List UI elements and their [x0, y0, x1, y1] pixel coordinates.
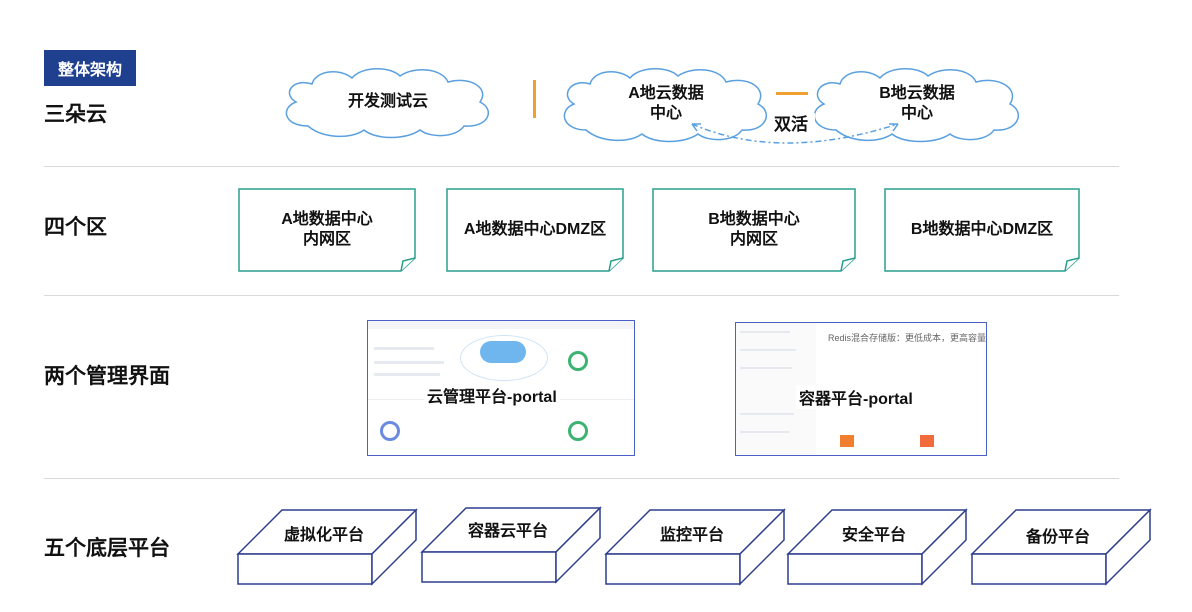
- divider: [44, 478, 1119, 479]
- zone-a-dmz: A地数据中心DMZ区: [446, 188, 624, 272]
- portal-stat-bar: [374, 347, 434, 350]
- slab-shape: [970, 508, 1152, 586]
- portal-stat-bar: [374, 361, 444, 364]
- cloud-dev-test-label: 开发测试云: [347, 93, 428, 110]
- note-shape: [238, 188, 416, 272]
- platform-security: 安全平台: [786, 506, 968, 586]
- cloud-shape: [813, 68, 1020, 143]
- platform-label: 容器云平台: [467, 523, 548, 540]
- platform-container-cloud: 容器云平台: [420, 504, 602, 584]
- portal-stat-bar: [374, 373, 440, 376]
- zone-label: B地数据中心 内网区: [708, 211, 800, 248]
- product-icon: [840, 435, 854, 447]
- cloud-a-datacenter-label: A地云数据 中心: [628, 85, 704, 122]
- row-label-portals: 两个管理界面: [44, 365, 170, 388]
- container-portal-screenshot: Redis混合存储版：更低成本，更高容量 容器平台-portal: [735, 322, 987, 456]
- sidebar-line: [740, 367, 792, 369]
- section-badge: 整体架构: [44, 50, 136, 86]
- cloud-dev-test: 开发测试云: [278, 64, 498, 140]
- cloud-portal-screenshot: 云管理平台-portal: [367, 320, 635, 456]
- platform-virtualization: 虚拟化平台: [236, 506, 418, 586]
- note-shape: [652, 188, 856, 272]
- orbit-ring: [460, 335, 548, 381]
- sidebar-line: [740, 331, 790, 333]
- separator-bar: [533, 80, 536, 118]
- divider: [44, 166, 1119, 167]
- portal-banner-text: Redis混合存储版：更低成本，更高容量: [828, 333, 987, 343]
- zone-b-intranet: B地数据中心 内网区: [652, 188, 856, 272]
- row-label-zones: 四个区: [44, 216, 107, 239]
- zone-label: A地数据中心 内网区: [281, 211, 373, 248]
- zone-b-dmz: B地数据中心DMZ区: [884, 188, 1080, 272]
- slab-shape: [604, 508, 786, 586]
- cloud-shape: [285, 68, 490, 139]
- product-icon: [920, 435, 934, 447]
- cloud-portal-caption: 云管理平台-portal: [424, 383, 560, 407]
- portal-topbar: [368, 321, 634, 329]
- zone-label: A地数据中心DMZ区: [463, 221, 607, 238]
- slab-shape: [786, 508, 968, 586]
- sidebar-line: [740, 413, 794, 415]
- row-label-clouds: 三朵云: [44, 103, 107, 126]
- note-shape: [446, 188, 624, 272]
- slab-shape: [236, 508, 418, 586]
- platform-label: 安全平台: [841, 527, 906, 544]
- slab-shape: [420, 506, 602, 584]
- donut-chart-icon: [568, 351, 588, 371]
- sync-arrow: [691, 123, 899, 144]
- row-label-platforms: 五个底层平台: [44, 537, 170, 560]
- platform-label: 备份平台: [1025, 529, 1090, 546]
- cloud-b-datacenter-label: B地云数据 中心: [879, 85, 955, 122]
- cloud-a-datacenter: A地云数据 中心: [556, 64, 776, 144]
- zone-label: B地数据中心DMZ区: [910, 221, 1054, 238]
- donut-chart-icon: [380, 421, 400, 441]
- platform-backup: 备份平台: [970, 506, 1152, 586]
- platform-monitoring: 监控平台: [604, 506, 786, 586]
- platform-label: 虚拟化平台: [283, 527, 364, 544]
- divider: [44, 295, 1119, 296]
- note-shape: [884, 188, 1080, 272]
- active-active-label: 双活: [767, 113, 815, 137]
- donut-chart-icon: [568, 421, 588, 441]
- sidebar-line: [740, 431, 790, 433]
- platform-label: 监控平台: [659, 527, 724, 544]
- sidebar-line: [740, 349, 796, 351]
- cloud-shape: [563, 68, 768, 143]
- cloud-b-datacenter: B地云数据 中心: [806, 64, 1028, 144]
- active-active-link: [776, 92, 808, 95]
- zone-a-intranet: A地数据中心 内网区: [238, 188, 416, 272]
- container-portal-caption: 容器平台-portal: [796, 385, 916, 409]
